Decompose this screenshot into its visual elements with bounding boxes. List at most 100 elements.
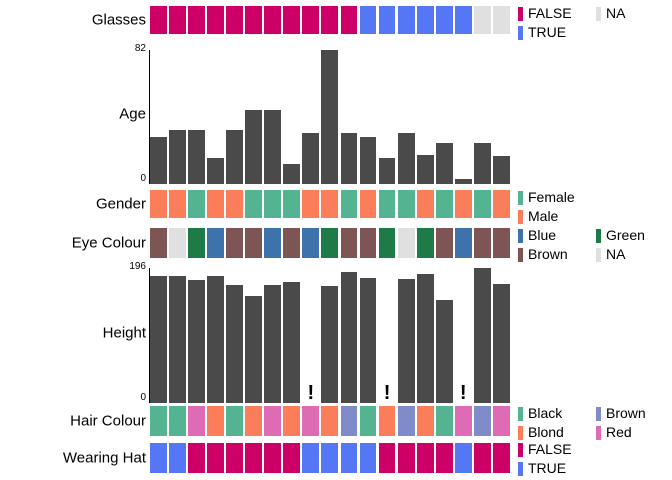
cell-gender-0 (150, 190, 167, 218)
legend-label: TRUE (528, 460, 567, 476)
y-axis-line-age (149, 50, 150, 184)
bar-height-2 (188, 279, 205, 403)
cell-eye-colour-7 (283, 228, 301, 258)
cell-glasses-15 (435, 6, 453, 34)
cell-eye-colour-11 (359, 228, 377, 258)
cell-hair-colour-12 (378, 406, 396, 436)
cell-glasses-10 (340, 6, 358, 34)
missing-marker-height-8: ! (307, 382, 315, 404)
cell-hair-colour-2 (188, 406, 205, 436)
cell-gender-6 (264, 190, 282, 218)
bar-height-6 (264, 285, 282, 403)
bar-age-17 (473, 143, 491, 184)
cell-eye-colour-14 (416, 228, 434, 258)
cell-eye-colour-3 (207, 228, 224, 258)
cell-wearing-hat-5 (245, 443, 263, 473)
cell-gender-17 (473, 190, 491, 218)
legend-swatch-icon (596, 426, 601, 440)
legend-swatch-icon (518, 248, 523, 262)
cell-gender-10 (340, 190, 358, 218)
legend-label: Red (606, 424, 632, 440)
bar-age-4 (226, 130, 244, 184)
panel-eye-colour: Eye Colour (0, 228, 672, 258)
strip-hair-colour (150, 406, 512, 436)
missing-marker-height-16: ! (459, 382, 467, 404)
cell-wearing-hat-9 (321, 443, 339, 473)
cell-eye-colour-15 (435, 228, 453, 258)
strip-wearing-hat (150, 443, 512, 473)
bar-height-14 (416, 273, 434, 403)
bar-age-3 (207, 157, 224, 184)
legend-swatch-icon (518, 229, 523, 243)
cell-hair-colour-5 (245, 406, 263, 436)
cell-eye-colour-1 (169, 228, 186, 258)
bar-age-15 (435, 143, 453, 184)
panel-hair-colour: Hair Colour (0, 406, 672, 436)
legend-label: NA (606, 246, 626, 262)
cell-glasses-3 (207, 6, 224, 34)
cell-eye-colour-6 (264, 228, 282, 258)
cell-gender-8 (302, 190, 320, 218)
cell-hair-colour-15 (435, 406, 453, 436)
cell-wearing-hat-2 (188, 443, 205, 473)
cell-gender-9 (321, 190, 339, 218)
cell-wearing-hat-11 (359, 443, 377, 473)
legend-swatch-icon (596, 7, 601, 21)
cell-gender-3 (207, 190, 224, 218)
y-axis-min-height: 0 (140, 392, 146, 403)
panel-glasses: Glasses (0, 6, 672, 34)
legend-label: Blond (528, 424, 564, 440)
cell-wearing-hat-1 (169, 443, 186, 473)
cell-wearing-hat-12 (378, 443, 396, 473)
cell-glasses-6 (264, 6, 282, 34)
cell-glasses-7 (283, 6, 301, 34)
cell-eye-colour-12 (378, 228, 396, 258)
row-label-box-glasses: Glasses (0, 6, 146, 34)
bar-age-14 (416, 154, 434, 184)
cell-gender-13 (397, 190, 415, 218)
legend-swatch-icon (518, 191, 523, 205)
row-label-glasses: Glasses (91, 11, 146, 29)
row-label-box-wearing-hat: Wearing Hat (0, 443, 146, 473)
bar-age-12 (378, 157, 396, 184)
cell-eye-colour-5 (245, 228, 263, 258)
cell-hair-colour-14 (416, 406, 434, 436)
bar-age-6 (264, 110, 282, 184)
cell-glasses-2 (188, 6, 205, 34)
cell-glasses-12 (378, 6, 396, 34)
cell-eye-colour-9 (321, 228, 339, 258)
cell-hair-colour-0 (150, 406, 167, 436)
cell-hair-colour-11 (359, 406, 377, 436)
legend-label: Brown (606, 405, 646, 421)
cell-wearing-hat-7 (283, 443, 301, 473)
cell-wearing-hat-17 (473, 443, 491, 473)
row-label-height: Height (102, 324, 146, 341)
cell-eye-colour-0 (150, 228, 167, 258)
cell-gender-5 (245, 190, 263, 218)
cell-hair-colour-3 (207, 406, 224, 436)
cell-glasses-14 (416, 6, 434, 34)
cell-gender-4 (226, 190, 244, 218)
cell-eye-colour-13 (397, 228, 415, 258)
bars-height: !!! (149, 262, 512, 404)
legend-label: NA (606, 5, 626, 21)
bar-age-10 (340, 133, 358, 184)
bar-age-2 (188, 130, 205, 184)
bars-age (149, 44, 512, 184)
cell-gender-12 (378, 190, 396, 218)
cell-glasses-13 (397, 6, 415, 34)
cell-wearing-hat-16 (454, 443, 472, 473)
bar-age-18 (492, 156, 510, 184)
cell-hair-colour-13 (397, 406, 415, 436)
cell-wearing-hat-4 (226, 443, 244, 473)
panel-wearing-hat: Wearing Hat (0, 443, 672, 473)
strip-eye-colour (150, 228, 512, 258)
bar-height-0 (150, 275, 167, 403)
cell-glasses-1 (169, 6, 186, 34)
cell-hair-colour-4 (226, 406, 244, 436)
cell-glasses-5 (245, 6, 263, 34)
cell-glasses-8 (302, 6, 320, 34)
